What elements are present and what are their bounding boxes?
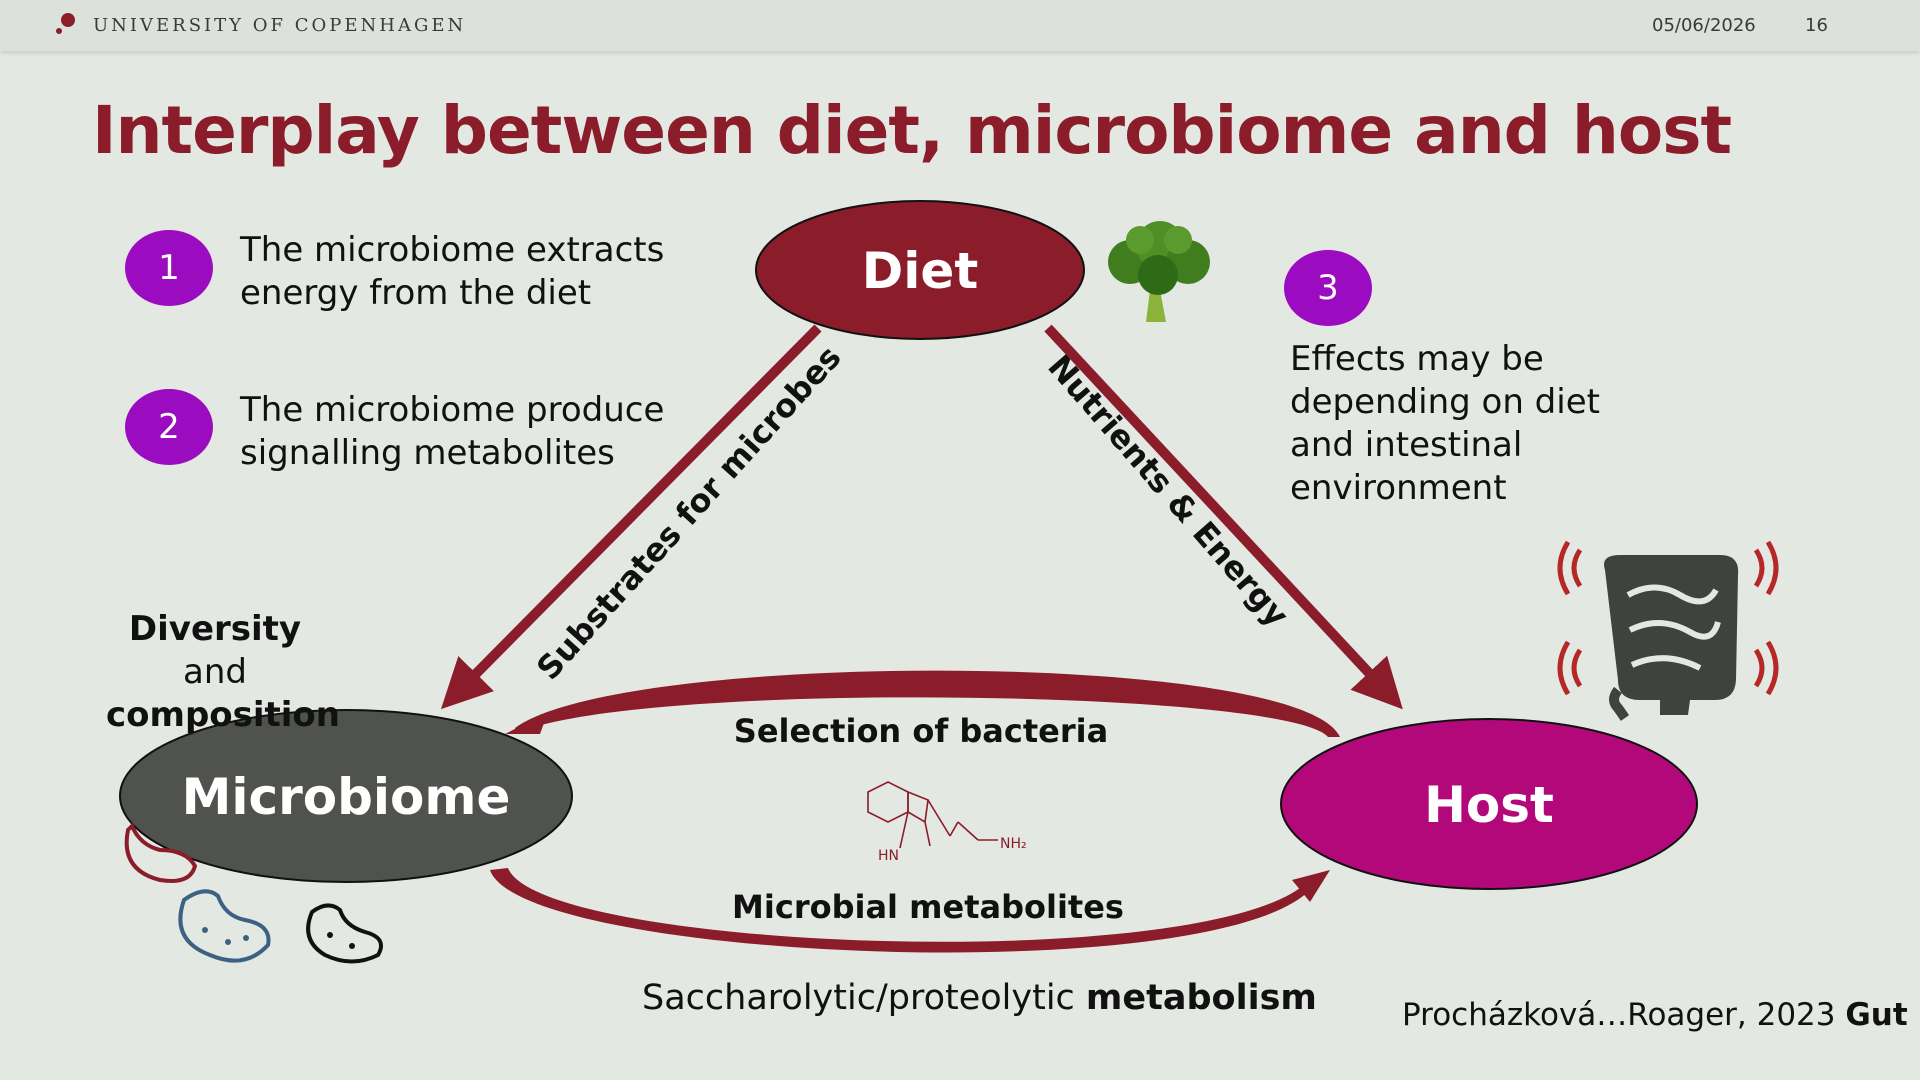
nutrients-arrow — [1044, 324, 1403, 710]
substrates-arrow — [440, 324, 822, 710]
point-3-line2: depending on diet — [1290, 382, 1600, 422]
point-1-badge: 1 — [125, 230, 213, 306]
molecule-nh2: NH₂ — [1000, 836, 1027, 852]
molecule-icon — [867, 781, 998, 849]
point-3-line3: and intestinal — [1290, 425, 1523, 465]
intestine-icon — [1557, 540, 1779, 721]
diet-label: Diet — [862, 242, 978, 300]
point-2-badge: 2 — [125, 389, 213, 465]
substrates-label: Substrates for microbes — [529, 338, 848, 687]
nutrients-label: Nutrients & Energy — [1040, 348, 1296, 635]
metabolites-label: Microbial metabolites — [732, 888, 1124, 926]
metabolism-caption: Saccharolytic/proteolytic metabolism — [642, 978, 1317, 1018]
point-3-text: Effects may be depending on diet and int… — [1290, 338, 1600, 510]
point-1-line2: energy from the diet — [240, 273, 592, 313]
diversity-bold: Diversity — [128, 609, 302, 649]
host-node — [1280, 718, 1698, 890]
microbiome-label: Microbiome — [182, 768, 511, 826]
citation-normal: Procházková…Roager, 2023 — [1402, 997, 1846, 1033]
host-label: Host — [1424, 776, 1554, 834]
point-3-line1: Effects may be — [1290, 339, 1544, 379]
header-bar: UNIVERSITY OF COPENHAGEN 05/06/2026 16 — [0, 0, 1920, 51]
metabolites-arrow — [490, 868, 1310, 953]
point-3-badge: 3 — [1284, 250, 1372, 326]
point-1-text: The microbiome extracts energy from the … — [240, 229, 664, 315]
point-2-text: The microbiome produce signalling metabo… — [240, 389, 664, 475]
metabolites-arrowhead — [1292, 870, 1330, 902]
selection-label: Selection of bacteria — [734, 712, 1108, 750]
point-1-line1: The microbiome extracts — [240, 230, 665, 270]
microbiome-node — [119, 709, 573, 883]
slide-number: 16 — [1805, 15, 1828, 36]
broccoli-icon — [1108, 221, 1210, 322]
citation-bold: Gut — [1845, 997, 1908, 1033]
diversity-note: Diversity and composition — [106, 608, 340, 737]
diet-node — [755, 200, 1085, 340]
point-3-line4: environment — [1290, 468, 1507, 508]
selection-arrowhead — [505, 712, 548, 734]
citation: Procházková…Roager, 2023 Gut — [1402, 997, 1908, 1033]
slide-title: Interplay between diet, microbiome and h… — [92, 92, 1732, 169]
point-2-line2: signalling metabolites — [240, 433, 615, 473]
metabolism-caption-normal: Saccharolytic/proteolytic — [642, 978, 1086, 1018]
point-2-line1: The microbiome produce — [240, 390, 665, 430]
university-name: UNIVERSITY OF COPENHAGEN — [93, 15, 467, 36]
university-logo-icon — [56, 13, 75, 34]
bacteria-icon — [124, 822, 383, 964]
diversity-line2: composition — [106, 695, 340, 735]
slide-date: 05/06/2026 — [1652, 15, 1756, 36]
diversity-rest: and — [183, 652, 247, 692]
selection-arrow — [515, 670, 1340, 737]
molecule-hn: HN — [878, 848, 899, 864]
metabolism-caption-bold: metabolism — [1085, 978, 1317, 1018]
